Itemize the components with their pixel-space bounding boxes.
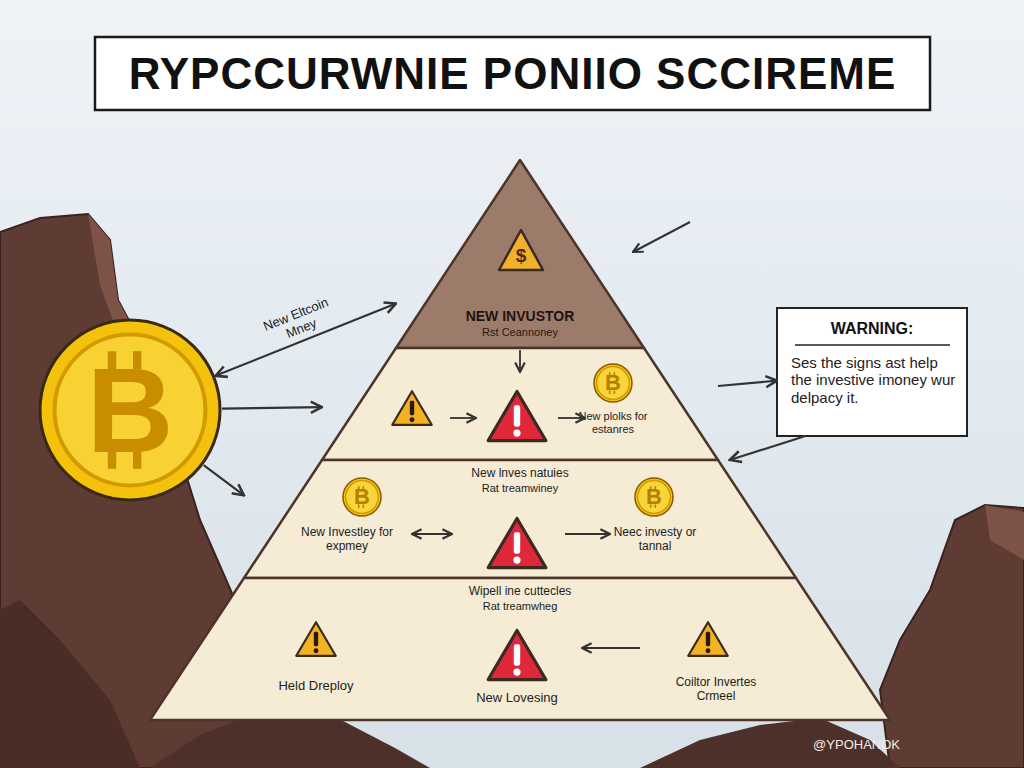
tier-text: New Investley for expmey bbox=[297, 526, 397, 554]
diagram-title: RYPCCURWNIE PONIIO SCCIREME bbox=[95, 37, 930, 110]
alert-icon bbox=[488, 518, 546, 567]
watermark: @YPOHANOK bbox=[784, 738, 900, 753]
alert-icon bbox=[488, 391, 546, 440]
title-box bbox=[95, 37, 930, 110]
cliff-shadow bbox=[0, 600, 140, 768]
coin-shape bbox=[594, 364, 632, 402]
tier-text: Coiltor Invertes Crmeel bbox=[660, 676, 772, 704]
flow-arrow bbox=[582, 647, 640, 649]
warning-icon bbox=[688, 622, 727, 656]
warning-heading: WARNING: bbox=[787, 320, 957, 338]
bitcoin-coin: B bbox=[634, 477, 674, 517]
warning-box: WARNING: Ses the signs ast help the inves… bbox=[777, 308, 967, 436]
tier-shape bbox=[244, 460, 796, 578]
pyramid-tier: Wipell ine cutteclesRat treamwhegHeld Dr… bbox=[150, 578, 890, 720]
tier-heading: Wipell ine cuttecles bbox=[400, 585, 640, 599]
flow-arrow bbox=[730, 436, 806, 460]
right-cliff bbox=[880, 505, 1024, 768]
pyramid-tier: New lnves natuiesRat treamwineyNew Inves… bbox=[244, 460, 796, 578]
bitcoin-coin-large: B bbox=[38, 318, 222, 502]
flow-arrow bbox=[204, 465, 244, 495]
tier-heading: New lnves natuies bbox=[410, 467, 630, 481]
warning-underline bbox=[795, 344, 950, 346]
box-shape bbox=[777, 308, 967, 436]
coin-shape bbox=[635, 478, 673, 516]
pyramid-apex: NEW INVUSTOR Rst Ceannoney $ bbox=[396, 160, 644, 348]
pyramid-tier-outline bbox=[322, 348, 718, 460]
tier-heading: NEW INVUSTOR bbox=[435, 308, 605, 324]
tier-subtext: Rst Ceannoney bbox=[435, 326, 605, 339]
tier-shape bbox=[322, 348, 718, 460]
coin-shape bbox=[343, 478, 381, 516]
alert-icon bbox=[488, 630, 546, 679]
warning-text: Ses the signs ast help the investive imo… bbox=[791, 354, 956, 406]
coin-symbol: B bbox=[38, 318, 222, 502]
flow-arrow bbox=[222, 407, 322, 409]
pyramid-tier: New plolks for estanres B bbox=[322, 348, 718, 460]
flow-arrow bbox=[412, 533, 452, 535]
flow-arrow bbox=[565, 533, 610, 535]
coin-symbol: B bbox=[593, 363, 633, 403]
tier-shape bbox=[150, 578, 890, 720]
dollar-sign: $ bbox=[497, 228, 545, 272]
flow-arrow bbox=[450, 417, 476, 419]
connector-label: New Eltcoin Mney bbox=[251, 291, 346, 352]
dollar-icon: $ bbox=[497, 228, 545, 272]
ground-rock bbox=[640, 718, 900, 768]
coin-symbol: B bbox=[342, 477, 382, 517]
flow-arrow bbox=[718, 381, 777, 386]
tier-text: New Lovesing bbox=[452, 691, 582, 706]
tier-subtext: Rat treamwiney bbox=[410, 482, 630, 495]
warning-icon bbox=[392, 391, 431, 425]
tier-shape bbox=[396, 160, 644, 348]
tier-text: Held Dreploy bbox=[251, 679, 381, 694]
tier-text: New plolks for estanres bbox=[573, 410, 653, 435]
pointer-arrow bbox=[633, 222, 690, 252]
flow-arrow bbox=[519, 350, 521, 372]
flow-arrow bbox=[558, 417, 585, 419]
cliff-highlight bbox=[985, 505, 1024, 560]
coin-symbol: B bbox=[634, 477, 674, 517]
bitcoin-coin: B bbox=[593, 363, 633, 403]
tier-text: Neec investy or tannal bbox=[610, 526, 700, 554]
warning-icon bbox=[296, 622, 335, 656]
tier-subtext: Rat treamwheg bbox=[400, 600, 640, 613]
bitcoin-coin: B bbox=[342, 477, 382, 517]
